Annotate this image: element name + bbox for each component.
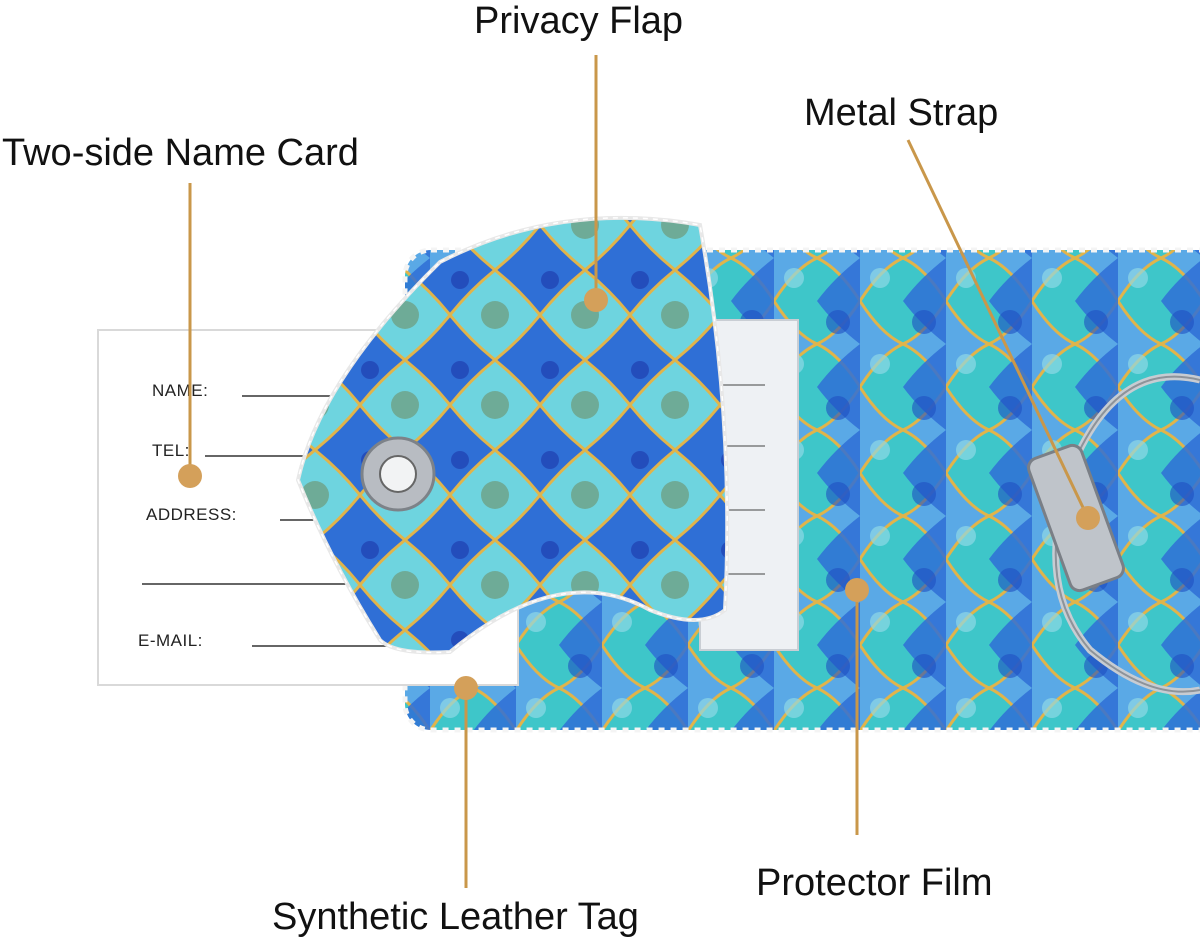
callout-lines xyxy=(188,55,1090,888)
privacy-flap xyxy=(295,215,730,655)
privacy-flap-label: Privacy Flap xyxy=(474,0,684,42)
card-field-address: ADDRESS: xyxy=(146,505,237,524)
card-field-name: NAME: xyxy=(152,381,208,400)
card-field-tel: TEL: xyxy=(152,441,190,460)
name-card-label: Two-side Name Card xyxy=(2,132,359,174)
protector-film-dot-icon xyxy=(845,578,869,602)
callout-dots xyxy=(178,288,1100,700)
privacy-flap-dot-icon xyxy=(584,288,608,312)
protector-film-label: Protector Film xyxy=(756,862,993,904)
name-card-dot-icon xyxy=(178,464,202,488)
grommet-icon xyxy=(360,436,436,512)
leather-tag-dot-icon xyxy=(454,676,478,700)
card-field-email: E-MAIL: xyxy=(138,631,203,650)
metal-strap-dot-icon xyxy=(1076,506,1100,530)
leather-tag-label: Synthetic Leather Tag xyxy=(272,896,639,938)
metal-strap-label: Metal Strap xyxy=(804,92,999,134)
